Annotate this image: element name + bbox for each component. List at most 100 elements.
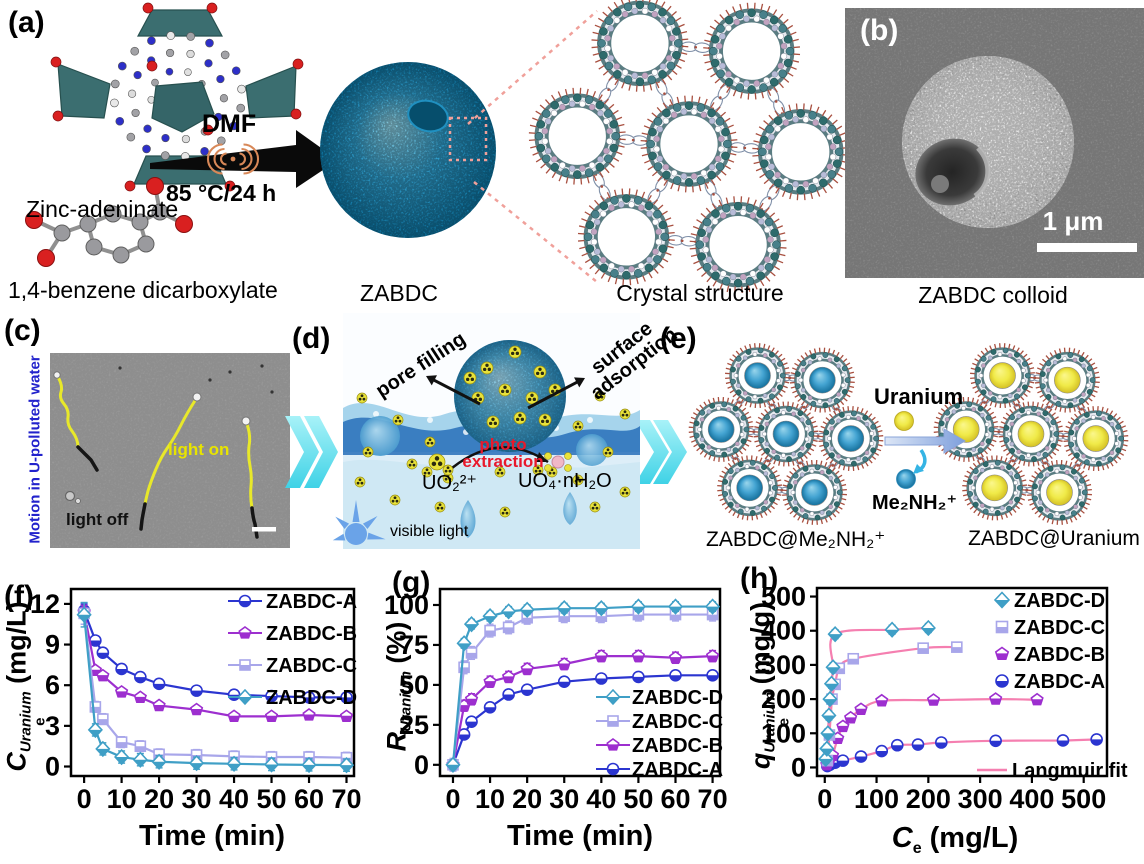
svg-text:70: 70 <box>698 784 728 814</box>
cluster-left-caption: ZABDC@Me₂NH₂⁺ <box>706 528 886 551</box>
svg-text:ZABDC-C: ZABDC-C <box>1014 617 1105 639</box>
svg-text:ZABDC-A: ZABDC-A <box>632 759 723 781</box>
svg-text:50: 50 <box>257 784 287 814</box>
svg-text:500: 500 <box>1061 784 1106 814</box>
svg-text:ZABDC-B: ZABDC-B <box>632 735 723 757</box>
svg-text:ZABDC-A: ZABDC-A <box>1014 671 1105 693</box>
svg-text:60: 60 <box>660 784 690 814</box>
me2nh2-label: Me₂NH₂⁺ <box>872 492 957 514</box>
svg-text:12: 12 <box>30 589 60 619</box>
svg-text:50: 50 <box>399 670 429 700</box>
svg-text:ZABDC-A: ZABDC-A <box>266 591 357 613</box>
panel-g-label: (g) <box>392 566 431 599</box>
svg-text:40: 40 <box>586 784 616 814</box>
uranium-label: Uranium <box>874 384 964 409</box>
motion-label: Motion in U-polluted water <box>26 355 44 544</box>
svg-text:60: 60 <box>294 784 324 814</box>
svg-text:200: 200 <box>761 684 806 714</box>
light-off-label: light off <box>66 510 129 529</box>
scalebar-label: 1 μm <box>1042 206 1104 236</box>
chart-g-xlabel: Time (min) <box>506 820 654 852</box>
panel-b-label: (b) <box>860 14 899 47</box>
extraction-scene <box>332 313 640 549</box>
svg-text:300: 300 <box>958 784 1003 814</box>
svg-text:200: 200 <box>906 784 951 814</box>
light-on-label: light on <box>168 440 230 459</box>
svg-text:0: 0 <box>414 750 429 780</box>
svg-text:ZABDC-D: ZABDC-D <box>266 687 357 709</box>
zinc-adeninate-structure <box>50 2 304 192</box>
svg-text:400: 400 <box>1009 784 1054 814</box>
photo-extraction-label: photo extraction <box>462 435 544 471</box>
chevron-d-e <box>635 420 687 484</box>
svg-text:10: 10 <box>107 784 137 814</box>
svg-text:0: 0 <box>77 784 92 814</box>
panel-d-label: (d) <box>292 322 331 355</box>
svg-text:6: 6 <box>45 670 60 700</box>
panel-h-label: (h) <box>740 562 779 595</box>
svg-text:100: 100 <box>384 590 429 620</box>
svg-text:ZABDC-D: ZABDC-D <box>1014 590 1105 612</box>
sem-image <box>845 8 1144 278</box>
panel-f-label: (f) <box>4 580 34 613</box>
svg-text:3: 3 <box>45 711 60 741</box>
bdc-molecule <box>25 177 193 267</box>
dmf-label: DMF <box>202 110 257 138</box>
reaction-arrow <box>150 130 338 188</box>
zabdc-me2nh2-cluster <box>688 343 884 525</box>
svg-text:ZABDC-C: ZABDC-C <box>266 655 357 677</box>
svg-text:ZABDC-C: ZABDC-C <box>632 711 723 733</box>
bdc-label: 1,4-benzene dicarboxylate <box>8 277 278 303</box>
panel-e-label: (e) <box>660 322 697 355</box>
svg-text:20: 20 <box>144 784 174 814</box>
sun-icon <box>332 500 386 545</box>
chevron-c-d <box>285 416 338 488</box>
sem-caption: ZABDC colloid <box>918 282 1068 308</box>
svg-text:50: 50 <box>623 784 653 814</box>
svg-text:30: 30 <box>182 784 212 814</box>
svg-text:ZABDC-B: ZABDC-B <box>1014 644 1105 666</box>
svg-text:9: 9 <box>45 630 60 660</box>
zabdc-sphere <box>320 10 598 283</box>
crystal-caption: Crystal structure <box>616 280 784 306</box>
svg-text:25: 25 <box>399 710 429 740</box>
svg-text:300: 300 <box>761 650 806 680</box>
zabdc-uranium-cluster <box>933 343 1129 525</box>
svg-text:100: 100 <box>761 718 806 748</box>
panel-a-label: (a) <box>8 6 45 39</box>
microwave-icon <box>207 143 259 175</box>
condition-label: 85 °C/24 h <box>166 180 277 206</box>
svg-text:40: 40 <box>219 784 249 814</box>
svg-text:500: 500 <box>761 582 806 612</box>
cluster-right-caption: ZABDC@Uranium <box>968 527 1140 550</box>
svg-text:30: 30 <box>549 784 579 814</box>
motion-image <box>50 353 290 548</box>
svg-text:75: 75 <box>399 630 429 660</box>
svg-text:0: 0 <box>817 784 832 814</box>
svg-text:ZABDC-D: ZABDC-D <box>632 687 723 709</box>
zabdc-caption: ZABDC <box>360 280 438 306</box>
zinc-adeninate-label: Zinc-adeninate <box>26 196 179 222</box>
svg-text:100: 100 <box>854 784 899 814</box>
svg-text:0: 0 <box>445 784 460 814</box>
svg-text:10: 10 <box>475 784 505 814</box>
svg-text:Langmuir fit: Langmuir fit <box>1012 760 1128 782</box>
uo4-label: UO₄·nH₂O <box>518 470 612 492</box>
svg-text:20: 20 <box>512 784 542 814</box>
exchange-group <box>884 411 967 489</box>
chart-h-xlabel: Ce (mg/L) <box>891 822 1019 857</box>
svg-text:ZABDC-B: ZABDC-B <box>266 623 357 645</box>
chart-f-xlabel: Time (min) <box>138 820 286 852</box>
visible-light-label: visible light <box>390 523 469 540</box>
uo2-label: UO₂²⁺ <box>422 472 477 494</box>
svg-text:70: 70 <box>331 784 361 814</box>
svg-text:400: 400 <box>761 616 806 646</box>
panel-c-label: (c) <box>4 314 41 347</box>
